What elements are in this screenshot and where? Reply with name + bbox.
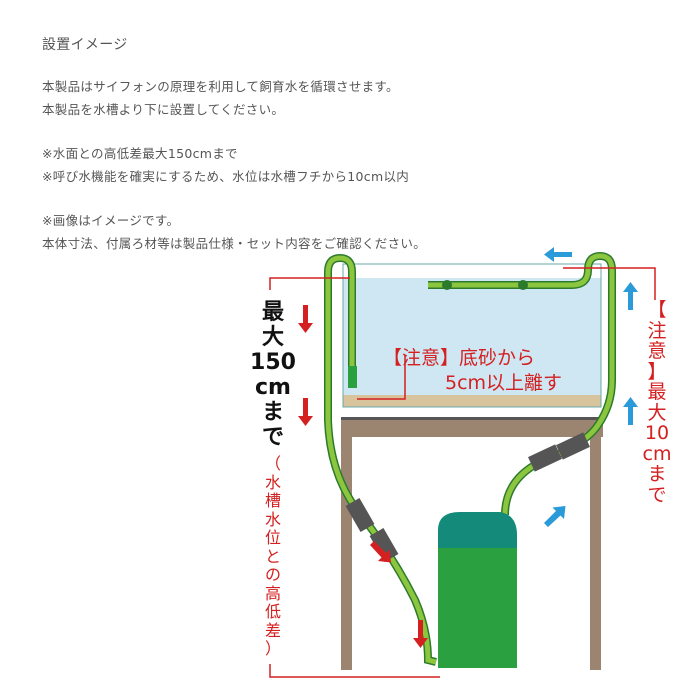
label-char: cm — [642, 442, 672, 465]
stand — [341, 417, 603, 670]
label-char: 槽 — [264, 491, 281, 510]
tank-sand — [343, 395, 601, 407]
filter-body — [438, 548, 517, 668]
note-line: ※呼び水機能を確実にするため、水位は水槽フチから10cm以内 — [42, 169, 410, 184]
label-char: 大 — [261, 325, 284, 350]
label-char: 水 — [264, 472, 281, 492]
label-char: 10 — [644, 422, 670, 444]
tank-water — [343, 278, 601, 396]
tank-glass — [342, 263, 602, 408]
height-bracket — [269, 267, 656, 678]
label-char: ま — [647, 463, 667, 485]
label-char: の — [264, 565, 281, 584]
max-water-gap-label: 【 注 意 】 最 大 10 cm ま で — [640, 300, 674, 505]
label-char: 大 — [647, 401, 667, 424]
filter-top — [438, 512, 517, 550]
note-line: ※画像はイメージです。 — [42, 213, 180, 228]
description-line: 本製品はサイフォンの原理を利用して飼育水を循環させます。 — [42, 79, 399, 94]
note-line: ※水面との高低差最大150cmまで — [42, 146, 238, 161]
sand-clearance-note: 5cm以上離す — [445, 372, 563, 394]
label-char: 水 — [264, 509, 281, 529]
note-line: 本体寸法、付属ろ材等は製品仕様・セット内容をご確認ください。 — [42, 236, 427, 251]
label-char: と — [264, 546, 281, 566]
label-char: 最 — [261, 300, 284, 325]
sand-clearance-note: 【注意】底砂から — [383, 347, 536, 369]
height-difference-sub-label: （ 水 槽 水 位 と の 高 低 差 ） — [260, 454, 286, 659]
label-char: で — [647, 483, 667, 506]
label-char: （ — [264, 454, 281, 473]
label-char: cm — [255, 375, 291, 400]
label-char: 【 — [647, 299, 667, 321]
flow-arrow-down — [298, 305, 428, 648]
max-height-label: 最 大 150 cm ま で — [248, 300, 298, 450]
label-char: 最 — [647, 381, 667, 403]
label-char: 位 — [264, 528, 281, 547]
label-char: ） — [264, 639, 281, 658]
label-char: 差 — [264, 620, 281, 640]
label-char: 高 — [264, 583, 281, 603]
label-char: 150 — [250, 350, 296, 375]
label-char: で — [261, 425, 284, 450]
flow-arrow-up — [544, 247, 638, 527]
label-char: ま — [261, 400, 284, 425]
label-char: 注 — [647, 319, 667, 342]
description-line: 本製品を水槽より下に設置してください。 — [42, 102, 285, 117]
valve — [345, 432, 590, 562]
label-char: 意 — [647, 340, 667, 362]
label-char: 】 — [647, 360, 667, 383]
label-char: 低 — [264, 602, 281, 621]
intake-strainer — [348, 366, 357, 388]
section-heading: 設置イメージ — [42, 37, 128, 53]
